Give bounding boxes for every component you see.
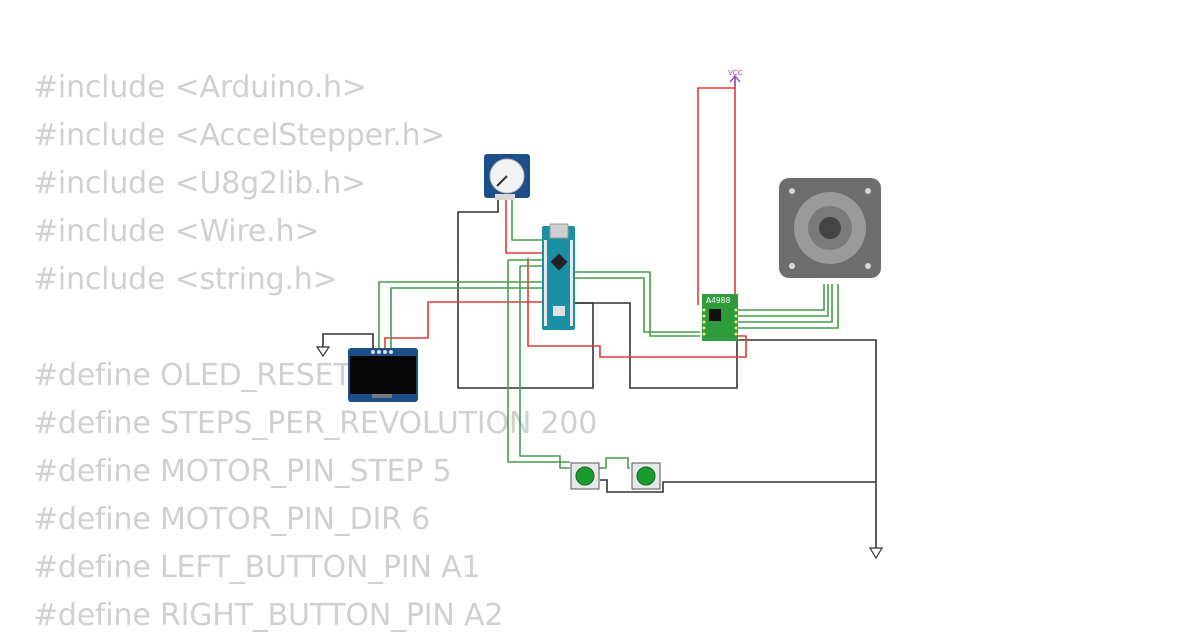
- potentiometer-icon[interactable]: [484, 154, 530, 200]
- code-line: #define LEFT_BUTTON_PIN A1: [33, 550, 481, 585]
- ground-symbol-icon: [868, 547, 884, 560]
- code-line: #include <U8g2lib.h>: [33, 166, 367, 201]
- driver-label: A4988: [706, 296, 730, 305]
- ground-symbol-icon: [315, 346, 331, 358]
- code-listing: #include <Arduino.h> #include <AccelStep…: [33, 64, 597, 640]
- code-line: #include <Wire.h>: [33, 214, 320, 249]
- arduino-nano-icon[interactable]: [542, 223, 575, 330]
- vcc-symbol: VCC: [728, 69, 743, 88]
- code-line: #define MOTOR_PIN_STEP 5: [33, 454, 452, 489]
- code-line: #define OLED_RESET: [33, 358, 352, 393]
- signal-wires: [378, 197, 839, 469]
- stepper-motor-icon[interactable]: [779, 178, 881, 278]
- left-push-button-icon[interactable]: [570, 462, 600, 490]
- vcc-label: VCC: [728, 69, 743, 77]
- code-line: #include <AccelStepper.h>: [33, 118, 446, 153]
- code-line: #include <string.h>: [33, 262, 338, 297]
- code-line: #include <Arduino.h>: [33, 70, 367, 105]
- oled-display-icon[interactable]: [348, 348, 418, 402]
- code-line: #define MOTOR_PIN_DIR 6: [33, 502, 431, 537]
- ground-wires: [322, 198, 877, 548]
- code-line: #define RIGHT_BUTTON_PIN A2: [33, 598, 504, 633]
- code-line: #define STEPS_PER_REVOLUTION 200: [33, 406, 598, 441]
- right-push-button-icon[interactable]: [631, 462, 661, 490]
- a4988-driver-icon[interactable]: A4988: [702, 294, 738, 341]
